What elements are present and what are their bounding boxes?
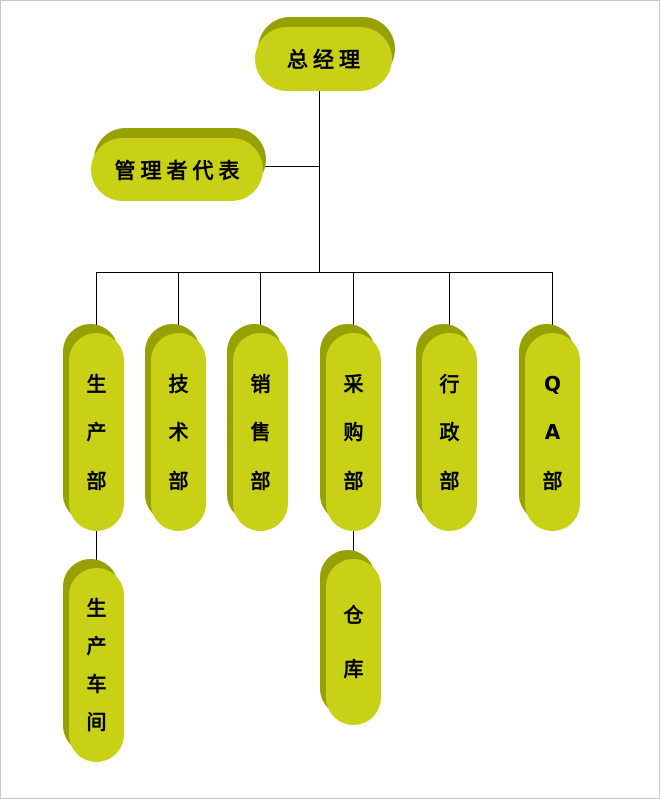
connector-drop-qa xyxy=(552,272,553,334)
node-admin-dept[interactable]: 行政部 xyxy=(416,324,477,531)
node-management-representative[interactable]: 管理者代表 xyxy=(91,128,266,201)
pill-face: 销售部 xyxy=(233,333,288,531)
node-sales-dept[interactable]: 销售部 xyxy=(227,324,288,531)
node-label: 技术部 xyxy=(168,371,189,493)
connector-drop-sales xyxy=(260,272,261,334)
connector-production-workshop xyxy=(96,531,97,569)
node-label: 仓库 xyxy=(343,603,364,681)
node-label: 总经理 xyxy=(287,48,365,72)
connector-departments-bar xyxy=(96,272,553,273)
pill-face: 技术部 xyxy=(151,333,206,531)
node-production-dept[interactable]: 生产部 xyxy=(63,324,124,531)
node-label: 销售部 xyxy=(250,371,271,493)
connector-drop-production xyxy=(96,272,97,334)
pill-face: 生产车间 xyxy=(69,568,124,762)
node-label: 行政部 xyxy=(439,371,460,493)
connector-gm-trunk xyxy=(319,91,320,272)
node-label: 生产部 xyxy=(86,371,107,493)
node-warehouse[interactable]: 仓库 xyxy=(320,550,381,725)
node-technical-dept[interactable]: 技术部 xyxy=(145,324,206,531)
pill-face: 生产部 xyxy=(69,333,124,531)
node-label: 采购部 xyxy=(343,371,364,493)
node-general-manager[interactable]: 总经理 xyxy=(255,17,395,91)
node-label: 管理者代表 xyxy=(114,158,245,183)
pill-face: 总经理 xyxy=(255,27,392,91)
node-purchasing-dept[interactable]: 采购部 xyxy=(320,324,381,531)
node-label: 生产车间 xyxy=(86,596,107,734)
pill-face: 管理者代表 xyxy=(91,138,263,201)
connector-drop-admin xyxy=(449,272,450,334)
pill-face: 采购部 xyxy=(326,333,381,531)
connector-drop-purchasing xyxy=(353,272,354,334)
pill-face: 行政部 xyxy=(422,333,477,531)
pill-face: 仓库 xyxy=(326,559,381,725)
connector-purchasing-warehouse xyxy=(353,531,354,560)
connector-rep-branch xyxy=(263,166,319,167)
node-production-workshop[interactable]: 生产车间 xyxy=(63,559,124,762)
connector-drop-technical xyxy=(178,272,179,334)
